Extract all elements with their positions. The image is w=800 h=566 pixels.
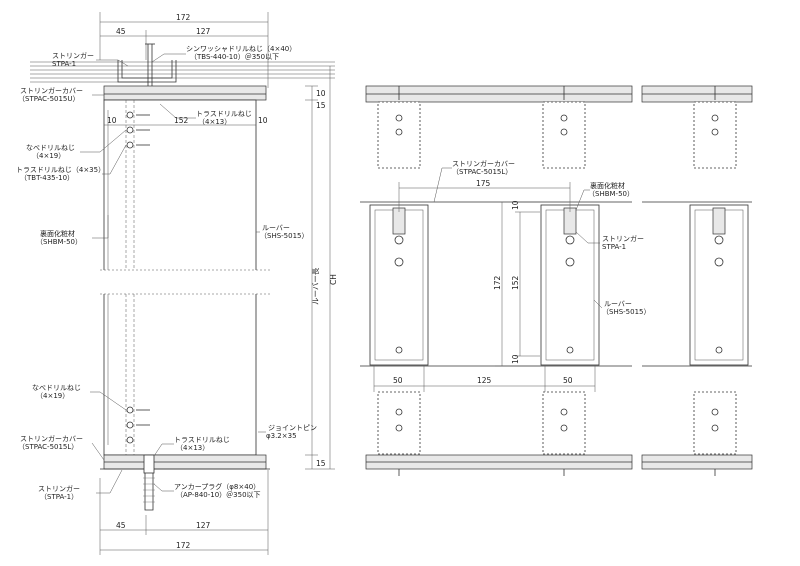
top-dimensions: 172 45 127 xyxy=(99,12,269,88)
label-nabe-screw-top: なべドリルねじ xyxy=(26,144,75,152)
dim-right-top-15: 15 xyxy=(316,101,326,110)
elevation-labels: ストリンガーカバー （STPAC-5015L） 裏面化粧材 （SHBM-50） … xyxy=(433,159,651,316)
louver-section xyxy=(100,99,270,456)
inner-dims: 152 10 10 xyxy=(104,116,268,126)
label-stringer-top-code: STPA-1 xyxy=(52,60,76,68)
label-elev-stringer-cover-code: （STPAC-5015L） xyxy=(452,168,512,176)
dim-height-inner: 152 xyxy=(511,275,520,290)
label-elev-louver-code: （SHS-5015） xyxy=(602,308,651,316)
label-backing-material: 裏面化粧材 xyxy=(40,229,75,238)
label-nabe-screw-bottom: なべドリルねじ xyxy=(32,384,81,392)
label-stringer-cover-u-code: （STPAC-5015U） xyxy=(18,95,80,103)
label-anchor-plug: アンカープラグ（φ8×40） xyxy=(174,482,260,491)
dim-ch: CH xyxy=(329,274,338,285)
stringer-top-profile xyxy=(117,43,177,88)
label-nabe-screw-top-code: （4×19） xyxy=(32,152,65,160)
dim-height-total: 172 xyxy=(493,275,502,290)
ceiling-slab xyxy=(30,61,335,83)
elevation-top-band xyxy=(365,85,753,103)
right-vertical-dims: 10 15 15 ルーバー長 CH xyxy=(305,66,338,470)
label-elev-backing-material: 裏面化粧材 xyxy=(590,181,625,190)
backing-column xyxy=(107,100,135,455)
dim-louver-length: ルーバー長 xyxy=(311,267,320,305)
dim-top-left: 45 xyxy=(116,27,126,36)
label-stringer-bottom: ストリンガー xyxy=(38,484,80,493)
label-elev-louver: ルーバー xyxy=(604,300,632,308)
elevation-bottom-band xyxy=(365,454,753,476)
label-stringer-cover-u: ストリンガーカバー xyxy=(20,86,83,95)
label-elev-stringer-cover: ストリンガーカバー xyxy=(452,159,515,168)
dim-top-right: 127 xyxy=(196,27,211,36)
dim-bottom-10: 10 xyxy=(511,354,520,364)
dim-bottom-total: 172 xyxy=(176,541,191,550)
label-backing-material-code: （SHBM-50） xyxy=(36,238,82,246)
label-washer-screw: シンワッシャドリルねじ（4×40） xyxy=(186,45,296,53)
label-stringer-cover-l-code: （STPAC-5015L） xyxy=(18,443,78,451)
label-truss-screw-35-code: （TBT-435-10） xyxy=(20,174,74,182)
screw-markers xyxy=(126,111,150,444)
label-truss-screw-35: トラスドリルねじ（4×35） xyxy=(16,166,105,174)
dim-bottom-left: 45 xyxy=(116,521,126,530)
label-truss-screw-bottom: トラスドリルねじ xyxy=(174,436,230,444)
elevation-main-band xyxy=(360,201,752,367)
stringer-cover-top xyxy=(103,85,267,101)
label-louver-code: （SHS-5015） xyxy=(260,232,309,240)
dim-margin-left: 10 xyxy=(107,116,117,125)
dim-bottom-50-left: 50 xyxy=(393,376,403,385)
louver-unit-2 xyxy=(540,204,600,366)
label-stringer-cover-l: ストリンガーカバー xyxy=(20,434,83,443)
dim-right-bottom-15: 15 xyxy=(316,459,326,468)
dim-margin-right: 10 xyxy=(258,116,268,125)
dim-bottom-50-right: 50 xyxy=(563,376,573,385)
section-labels: ストリンガー STPA-1 シンワッシャドリルねじ（4×40） （TBS-440… xyxy=(16,45,317,501)
elevation-vertical-dims: 172 152 10 10 xyxy=(493,200,540,367)
label-elev-stringer-code: STPA-1 xyxy=(602,243,626,251)
label-washer-screw-code: （TBS-440-10）＠350以下 xyxy=(190,53,279,61)
section-view: 172 45 127 xyxy=(16,12,338,555)
dim-inner-width: 152 xyxy=(174,116,189,125)
label-stringer-top: ストリンガー xyxy=(52,51,94,60)
elevation-bottom-dims: 50 125 50 xyxy=(373,366,596,392)
label-anchor-plug-code: （AP-840-10）＠350以下 xyxy=(176,491,261,499)
label-truss-screw-top-code: （4×13） xyxy=(198,118,231,126)
louver-unit-1 xyxy=(369,204,429,366)
elevation-view: 175 172 152 10 10 50 125 50 xyxy=(360,85,753,476)
label-elev-backing-material-code: （SHBM-50） xyxy=(588,190,634,198)
label-truss-screw-top: トラスドリルねじ xyxy=(196,110,252,118)
bottom-dimensions: 45 127 172 xyxy=(99,470,269,555)
label-nabe-screw-bottom-code: （4×19） xyxy=(36,392,69,400)
dim-top-total: 172 xyxy=(176,13,191,22)
label-truss-screw-bottom-code: （4×13） xyxy=(176,444,209,452)
label-elev-stringer: ストリンガー xyxy=(602,234,644,243)
dim-bottom-125: 125 xyxy=(477,376,492,385)
dim-top-10: 10 xyxy=(511,200,520,210)
label-joint-pin-code: φ3.2×35 xyxy=(266,432,297,440)
louver-unit-3 xyxy=(689,204,749,366)
dim-pitch: 175 xyxy=(476,179,491,188)
elevation-pitch-dim: 175 xyxy=(398,179,571,212)
dim-bottom-right: 127 xyxy=(196,521,211,530)
label-joint-pin: ジョイントピン xyxy=(268,424,317,432)
lower-stringers xyxy=(377,391,737,455)
label-stringer-bottom-code: （STPA-1） xyxy=(40,493,78,501)
anchor-plug xyxy=(143,454,155,511)
upper-stringers xyxy=(377,86,737,169)
dim-right-top-10: 10 xyxy=(316,89,326,98)
label-louver: ルーバー xyxy=(262,224,290,232)
